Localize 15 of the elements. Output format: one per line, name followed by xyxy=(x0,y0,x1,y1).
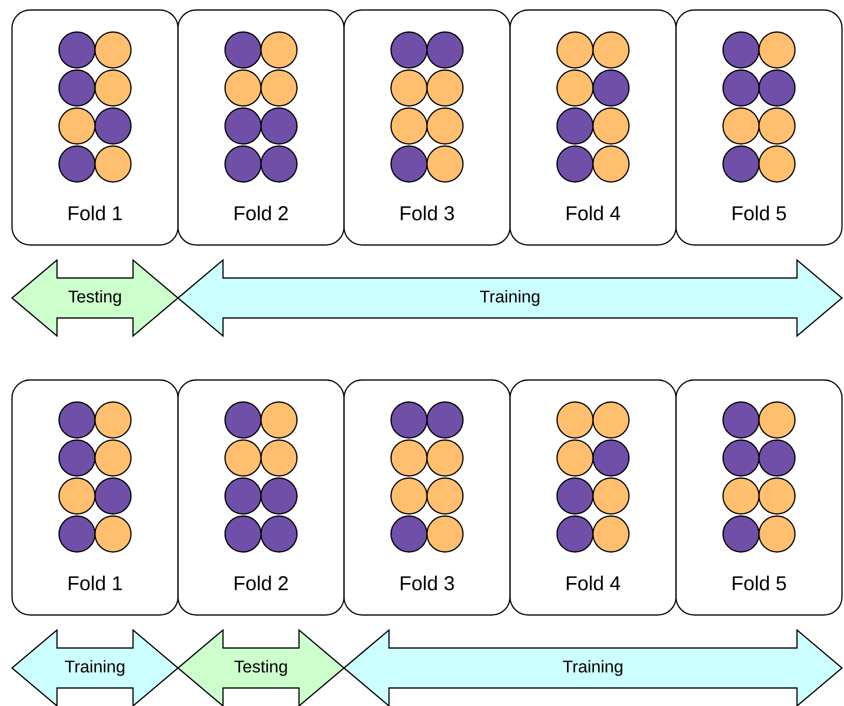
double-arrow-band: Training xyxy=(177,258,843,338)
double-arrow-band: Testing xyxy=(177,628,345,706)
fold-box: Fold 3 xyxy=(343,379,511,616)
fold-box: Fold 2 xyxy=(177,9,345,246)
fold-box: Fold 1 xyxy=(11,379,179,616)
fold-box: Fold 2 xyxy=(177,379,345,616)
double-arrow-band: Testing xyxy=(11,258,179,338)
double-arrow-band: Training xyxy=(11,628,179,706)
fold-box: Fold 3 xyxy=(343,9,511,246)
fold-box: Fold 4 xyxy=(509,379,677,616)
fold-box: Fold 5 xyxy=(675,9,843,246)
fold-box: Fold 5 xyxy=(675,379,843,616)
fold-box: Fold 4 xyxy=(509,9,677,246)
double-arrow-band: Training xyxy=(343,628,843,706)
fold-box: Fold 1 xyxy=(11,9,179,246)
